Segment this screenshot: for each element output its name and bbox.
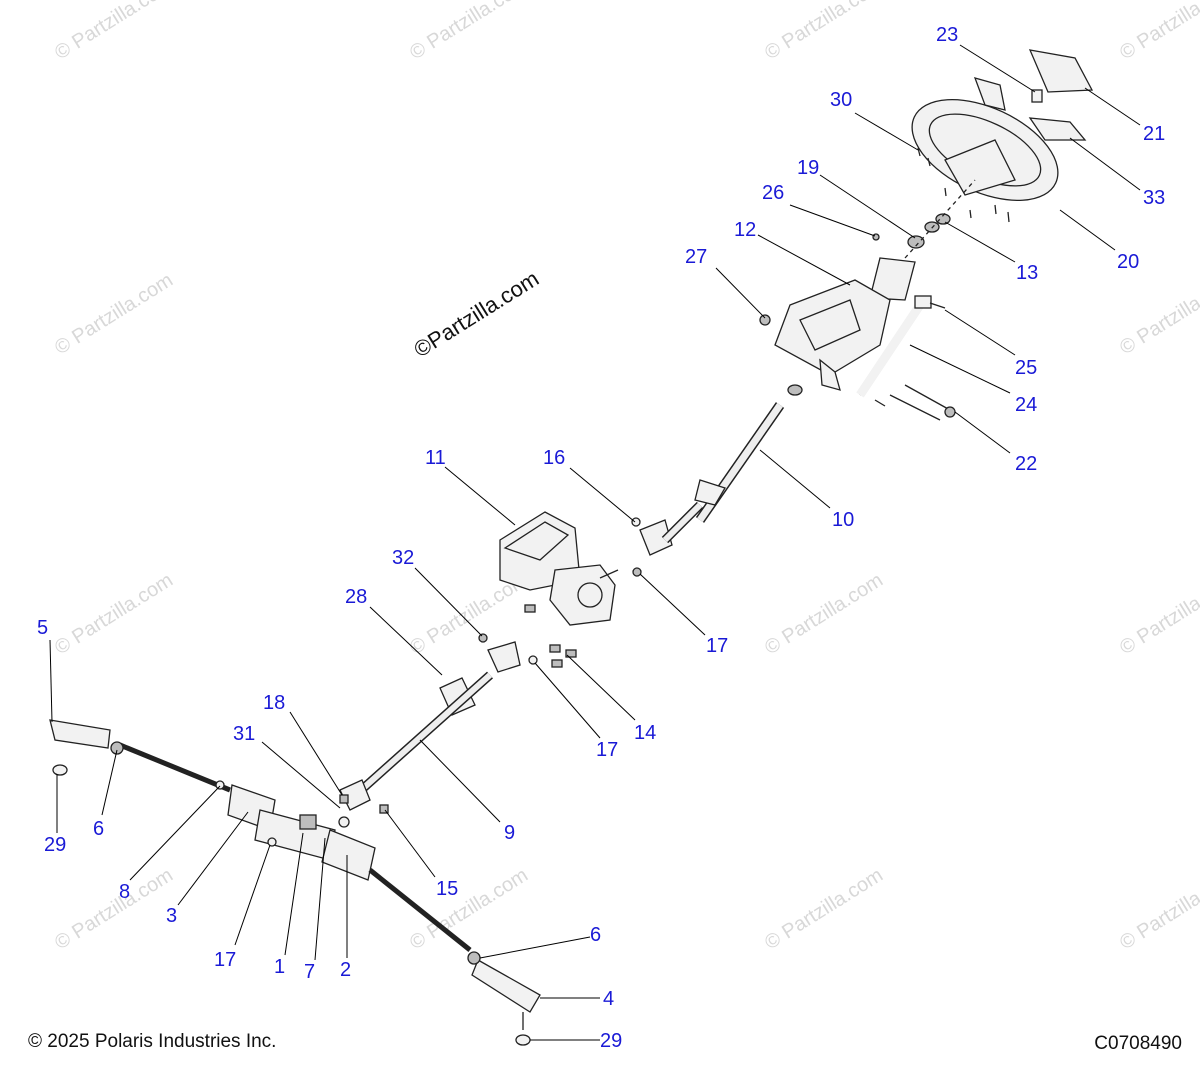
callout-24: 24 <box>1015 394 1037 416</box>
callout-14: 14 <box>634 722 656 744</box>
watermark: © Partzilla.com <box>761 0 887 64</box>
bushing <box>907 235 925 249</box>
callout-16: 16 <box>543 447 565 469</box>
nut <box>759 314 771 326</box>
callout-21: 21 <box>1143 123 1165 145</box>
bushing <box>935 213 951 225</box>
watermark: © Partzilla.com <box>1116 269 1200 359</box>
callout-2: 2 <box>340 959 351 981</box>
callout-19: 19 <box>797 157 819 179</box>
watermark: © Partzilla.com <box>1116 569 1200 659</box>
callout-13: 13 <box>1016 262 1038 284</box>
callout-7: 7 <box>304 961 315 983</box>
nut <box>872 233 880 241</box>
watermark: © Partzilla.com <box>51 569 177 659</box>
callout-30: 30 <box>830 89 852 111</box>
upper-steering-shaft <box>639 384 803 556</box>
callout-labels: 23 21 30 33 19 26 13 20 12 27 25 24 22 1… <box>37 24 1165 1052</box>
tilt-strut <box>856 295 932 398</box>
callout-33: 33 <box>1143 187 1165 209</box>
callout-23: 23 <box>936 24 958 46</box>
callout-10: 10 <box>832 509 854 531</box>
callout-9: 9 <box>504 822 515 844</box>
lower-steering-shaft <box>339 633 538 811</box>
nut <box>1031 89 1043 103</box>
watermark: © Partzilla.com <box>406 864 532 954</box>
mount-bolts <box>524 604 577 668</box>
callout-4: 4 <box>603 988 614 1010</box>
parts-drawing <box>49 49 1094 1046</box>
callout-32: 32 <box>392 547 414 569</box>
callout-31: 31 <box>233 723 255 745</box>
watermark-center: ©Partzilla.com <box>409 266 543 363</box>
callout-29: 29 <box>44 834 66 856</box>
diagram-code: C0708490 <box>1094 1033 1182 1054</box>
callout-6: 6 <box>93 818 104 840</box>
watermark: © Partzilla.com <box>406 0 532 64</box>
callout-18: 18 <box>263 692 285 714</box>
callout-11: 11 <box>425 447 446 469</box>
callout-27: 27 <box>685 246 707 268</box>
callout-1: 1 <box>274 956 285 978</box>
callout-25: 25 <box>1015 357 1037 379</box>
callout-12: 12 <box>734 219 756 241</box>
column-bracket <box>774 257 916 391</box>
bolt <box>929 302 946 309</box>
callout-8: 8 <box>119 881 130 903</box>
callout-26: 26 <box>762 182 784 204</box>
tie-rod-end <box>49 719 111 749</box>
callout-17: 17 <box>214 949 236 971</box>
callout-17: 17 <box>596 739 618 761</box>
callout-15: 15 <box>436 878 458 900</box>
steering-wheel <box>911 98 1059 202</box>
callout-29: 29 <box>600 1030 622 1052</box>
steering-rack <box>119 742 472 952</box>
callout-6: 6 <box>590 924 601 946</box>
callout-3: 3 <box>166 905 177 927</box>
callout-28: 28 <box>345 586 367 608</box>
callout-22: 22 <box>1015 453 1037 475</box>
callout-17: 17 <box>706 635 728 657</box>
leader-lines <box>49 44 1141 1041</box>
callout-5: 5 <box>37 617 48 639</box>
wheel-trim <box>1028 117 1087 141</box>
watermark: © Partzilla.com <box>51 269 177 359</box>
watermark: © Partzilla.com <box>761 569 887 659</box>
tie-rod-end <box>471 959 541 1013</box>
wheel-cover <box>1028 49 1094 93</box>
copyright-notice: © 2025 Polaris Industries Inc. <box>28 1031 277 1052</box>
watermark: © Partzilla.com <box>761 864 887 954</box>
power-steering-unit <box>499 511 619 626</box>
watermark: © Partzilla.com <box>51 864 177 954</box>
watermark: © Partzilla.com <box>51 0 177 64</box>
wheel-bracket <box>973 77 1006 111</box>
watermark: © Partzilla.com <box>1116 0 1200 64</box>
watermark: © Partzilla.com <box>1116 864 1200 954</box>
callout-20: 20 <box>1117 251 1139 273</box>
screws <box>917 147 1010 223</box>
